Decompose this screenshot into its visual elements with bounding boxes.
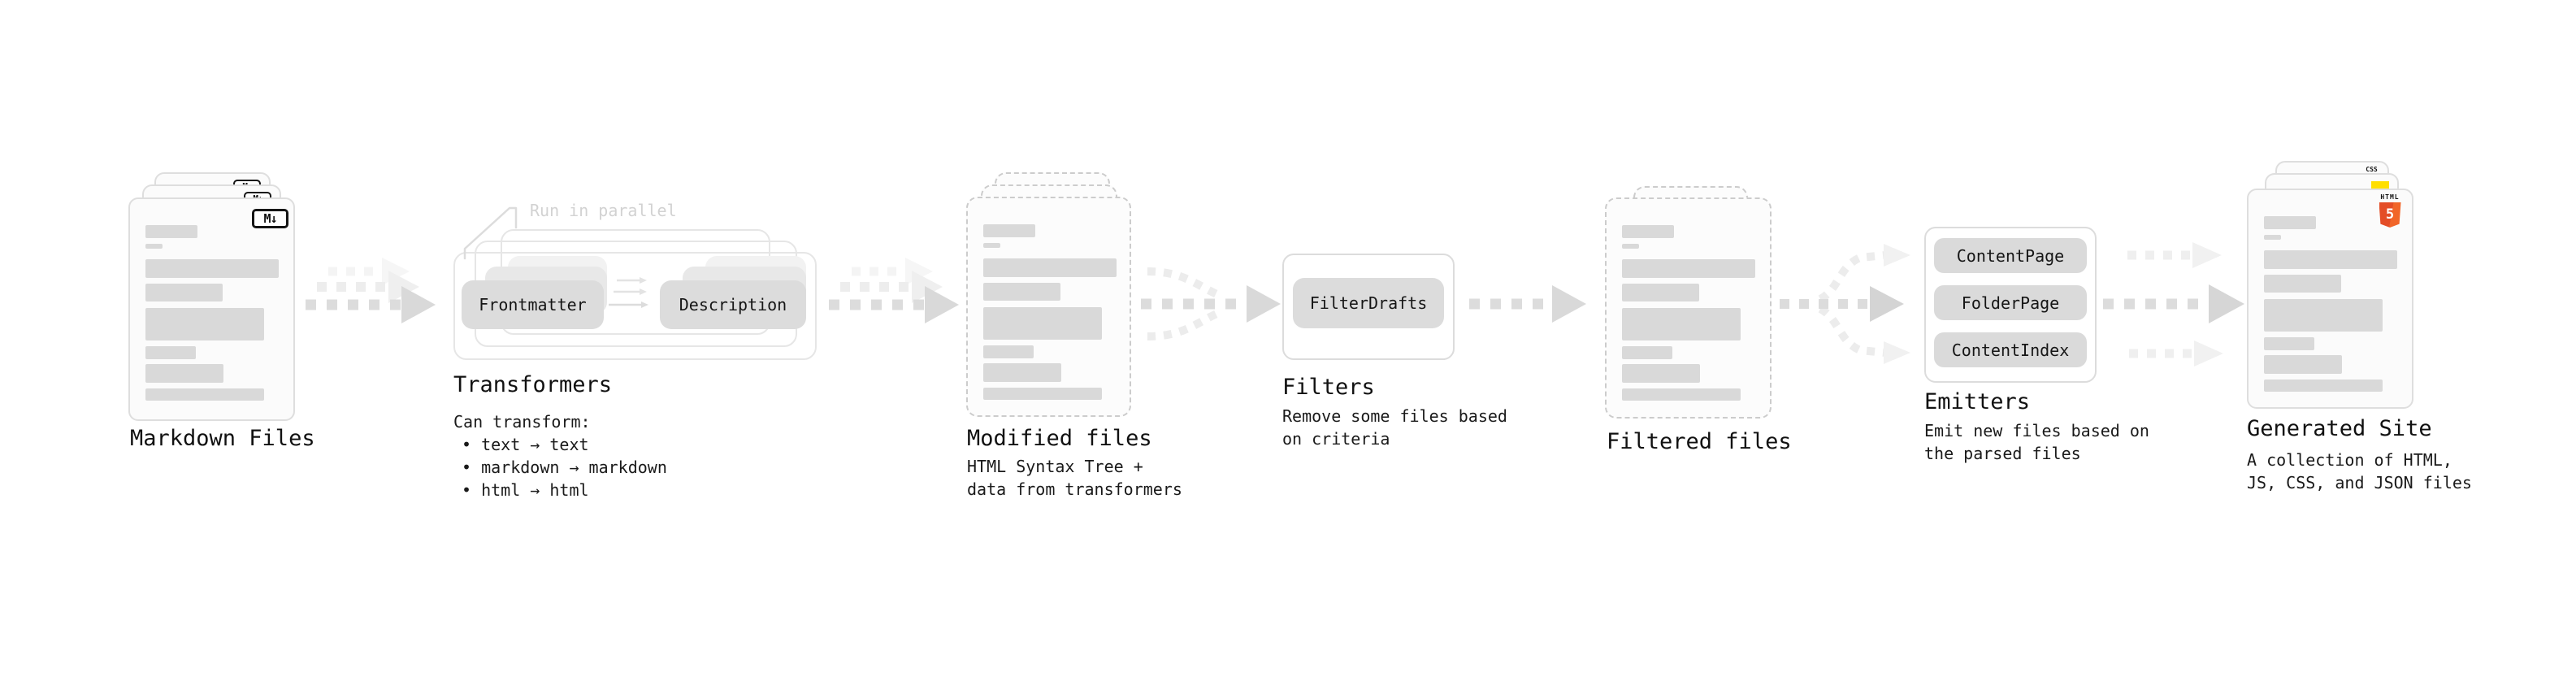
stage-title-generated-site: Generated Site (2247, 416, 2432, 441)
html5-shield: 5 (2379, 202, 2401, 228)
css-icon-label: CSS (2366, 166, 2378, 173)
emitter-pill-folderpage: FolderPage (1934, 285, 2087, 320)
desc-line: JS, CSS, and JSON files (2247, 473, 2472, 492)
markdown-icon: M↓ (252, 209, 288, 228)
generated-site-description: A collection of HTML, JS, CSS, and JSON … (2247, 449, 2472, 494)
desc-line: data from transformers (967, 479, 1182, 499)
modified-file-card-front (966, 197, 1131, 417)
flow-arrow-triple-icon (2103, 242, 2244, 367)
emitter-pill-contentindex: ContentIndex (1934, 332, 2087, 367)
callout-leader-line (463, 206, 518, 260)
transformer-pill-description: Description (660, 280, 806, 329)
flow-arrow-split-icon (1780, 244, 1910, 364)
filter-pill-filterdrafts: FilterDrafts (1293, 278, 1444, 328)
desc-line: Remove some files based (1282, 406, 1507, 426)
stage-title-filtered-files: Filtered files (1607, 429, 1792, 454)
desc-line: the parsed files (1924, 444, 2081, 463)
filtered-file-card-front (1605, 197, 1772, 419)
emitters-description: Emit new files based on the parsed files (1924, 419, 2149, 465)
stage-title-markdown-files: Markdown Files (130, 426, 315, 451)
desc-line: Can transform: (453, 412, 591, 432)
modified-files-description: HTML Syntax Tree + data from transformer… (967, 455, 1182, 501)
html5-icon-label: HTML (2380, 193, 2400, 201)
flow-arrow-merge-icon (1141, 267, 1281, 340)
transformers-panel-front (453, 252, 817, 360)
html5-icon: HTML 5 (2378, 194, 2402, 228)
text-placeholder-bars (2264, 216, 2397, 392)
desc-bullet: • markdown → markdown (462, 458, 667, 477)
stage-title-modified-files: Modified files (967, 426, 1152, 451)
desc-line: on criteria (1282, 429, 1390, 449)
flow-arrow-stack-icon (829, 258, 959, 323)
flow-arrow-stack-icon (306, 258, 436, 323)
emitter-pill-contentpage: ContentPage (1934, 238, 2087, 273)
stage-title-transformers: Transformers (453, 372, 613, 397)
text-placeholder-bars (1622, 225, 1755, 401)
markdown-file-card-front: M↓ (128, 197, 295, 421)
text-placeholder-bars (983, 224, 1117, 400)
html5-five: 5 (2385, 206, 2395, 223)
pill-connector-arrows-icon (609, 277, 648, 308)
text-placeholder-bars (145, 225, 279, 401)
transformer-pill-frontmatter: Frontmatter (462, 280, 604, 329)
flow-arrow-icon (1469, 285, 1586, 323)
desc-bullet: • html → html (462, 480, 589, 500)
run-in-parallel-note: Run in parallel (530, 201, 677, 220)
desc-line: HTML Syntax Tree + (967, 457, 1143, 476)
stage-title-filters: Filters (1282, 375, 1375, 400)
filters-description: Remove some files based on criteria (1282, 405, 1507, 450)
desc-line: A collection of HTML, (2247, 450, 2452, 470)
generated-file-card-front: HTML 5 (2247, 189, 2413, 409)
desc-line: Emit new files based on (1924, 421, 2149, 440)
desc-bullet: • text → text (462, 435, 589, 454)
stage-title-emitters: Emitters (1924, 389, 2031, 414)
transformers-description: Can transform: • text → text • markdown … (453, 410, 667, 501)
